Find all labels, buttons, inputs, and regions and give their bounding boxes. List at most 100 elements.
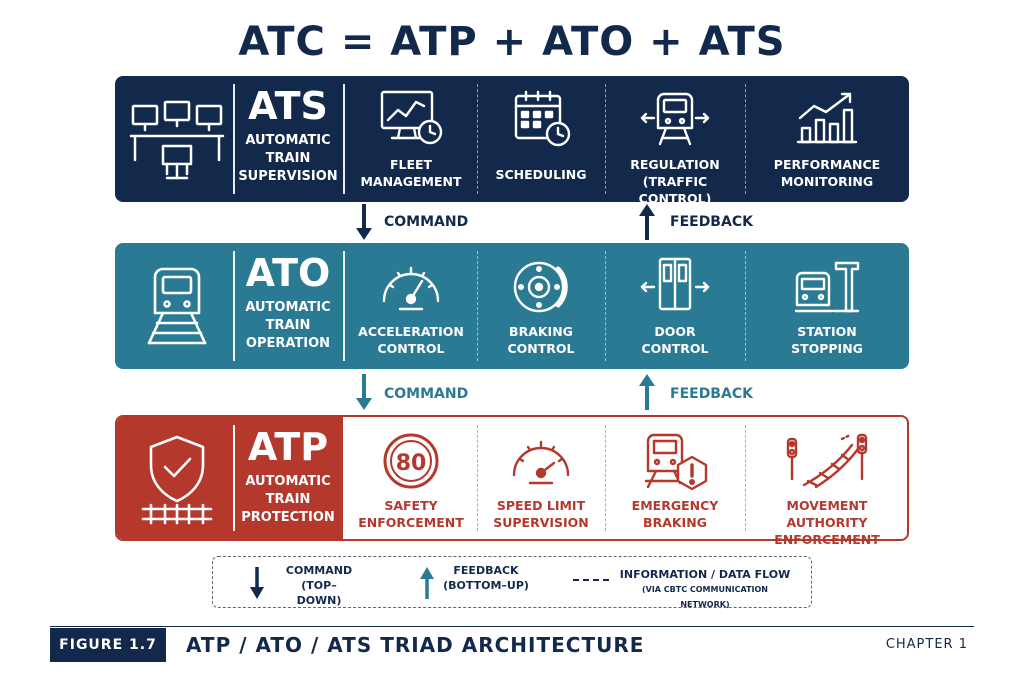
function-label: ACCELERATION [358,324,464,339]
dashed-separator [477,425,478,531]
speed-limit-sign-icon: 80 [376,429,446,491]
function-label: BRAKING [509,324,573,339]
legend-dashed-line [573,579,613,581]
brake-disc-icon [506,255,576,317]
ato-full-name-line: OPERATION [245,336,331,351]
function-label: EMERGENCY [631,498,719,513]
atp-abbreviation: ATP [247,425,329,469]
legend-info-flow: INFORMATION / DATA FLOW (VIA CBTC COMMUN… [619,567,791,612]
legend-command-sublabel: (TOP–DOWN) [296,579,342,607]
dashed-separator [745,425,746,531]
function-label: DOOR [654,324,696,339]
ats-abbreviation: ATS [248,84,328,128]
ats-function-regulation: REGULATION (TRAFFIC CONTROL) [605,76,745,206]
function-label: MOVEMENT AUTHORITY [786,498,868,530]
train-doors-icon [640,255,710,317]
train-front-icon [127,257,227,355]
atp-function-speed-limit-supervision: SPEED LIMIT SUPERVISION [477,417,605,539]
legend: COMMAND (TOP–DOWN) FEEDBACK (BOTTOM–UP) … [212,556,812,609]
dashed-separator [477,84,478,194]
footer-rule [50,626,974,627]
function-label: BRAKING [643,515,707,530]
function-label: (TRAFFIC CONTROL) [638,174,712,206]
command-label: COMMAND [384,214,469,230]
track-signals-icon [782,429,872,491]
function-label: STOPPING [791,341,863,356]
function-label: SUPERVISION [493,515,589,530]
train-warning-icon [640,429,710,491]
legend-feedback: FEEDBACK (BOTTOM–UP) [443,563,529,593]
separator [343,84,345,194]
ato-abbreviation: ATO [245,251,331,295]
function-label: REGULATION [630,157,720,172]
ats-full-name-line: AUTOMATIC [245,133,331,148]
dashed-separator [745,84,746,194]
separator [233,84,235,194]
ats-full-name-line: TRAIN [265,151,311,166]
atp-function-movement-authority-enforcement: MOVEMENT AUTHORITY ENFORCEMENT [745,417,909,547]
ats-full-name-line: SUPERVISION [238,169,338,184]
dashed-separator [477,251,478,361]
ato-full-name-line: TRAIN [265,318,311,333]
command-label: COMMAND [384,386,469,402]
atp-layer: ATP AUTOMATIC TRAIN PROTECTION 80 SAFETY… [115,415,909,547]
feedback-arrow [639,374,655,410]
chapter-label: CHAPTER 1 [885,637,968,652]
separator [343,251,345,361]
train-at-platform-icon [792,255,862,317]
atp-full-name: AUTOMATIC TRAIN PROTECTION [235,473,341,527]
feedback-arrow [639,204,655,240]
atp-function-emergency-braking: EMERGENCY BRAKING [605,417,745,539]
legend-feedback-arrow [420,567,434,599]
function-label: CONTROL [641,341,709,356]
ats-full-name: AUTOMATIC TRAIN SUPERVISION [235,132,341,186]
atp-full-name-line: PROTECTION [241,510,335,525]
monitor-chart-clock-icon [376,88,446,150]
separator [233,425,235,531]
function-label: SAFETY [384,498,438,513]
function-label: SPEED LIMIT [496,498,586,513]
legend-feedback-label: FEEDBACK [453,564,519,577]
atp-header-block: ATP AUTOMATIC TRAIN PROTECTION [117,417,343,539]
speedometer-icon [376,255,446,317]
control-room-icon [127,90,227,188]
function-label: PERFORMANCE [773,157,881,172]
ato-function-door-control: DOOR CONTROL [605,243,745,369]
function-label: MONITORING [780,174,874,189]
ats-layer: ATS AUTOMATIC TRAIN SUPERVISION FLEET MAN… [115,76,909,206]
atp-full-name-line: TRAIN [265,492,311,507]
function-label: SCHEDULING [495,167,587,182]
legend-info-label: INFORMATION / DATA FLOW [619,568,791,581]
function-label: ENFORCEMENT [774,532,880,547]
legend-command-arrow [250,567,264,599]
legend-command: COMMAND (TOP–DOWN) [279,563,359,608]
ato-full-name: AUTOMATIC TRAIN OPERATION [235,299,341,353]
legend-command-label: COMMAND [285,564,353,577]
dashed-separator [605,251,606,361]
function-label: MANAGEMENT [360,174,462,189]
ats-function-performance-monitoring: PERFORMANCE MONITORING [745,76,909,202]
command-arrow [356,374,372,410]
speed-limit-value: 80 [396,451,427,476]
speed-gauge-icon [506,429,576,491]
ato-function-station-stopping: STATION STOPPING [745,243,909,369]
legend-info-sublabel: (VIA CBTC COMMUNICATION NETWORK) [641,585,768,609]
shield-check-track-icon [127,429,227,527]
feedback-label: FEEDBACK [670,214,753,230]
ato-full-name-line: AUTOMATIC [245,300,331,315]
dashed-separator [745,251,746,361]
function-label: STATION [797,324,857,339]
dashed-separator [605,84,606,194]
rising-bar-chart-icon [792,88,862,150]
calendar-clock-icon [506,88,576,150]
legend-feedback-sublabel: (BOTTOM–UP) [443,579,529,592]
ats-function-scheduling: SCHEDULING [477,76,605,202]
separator [233,251,235,361]
dashed-separator [605,425,606,531]
train-bidirectional-icon [640,88,710,150]
ats-function-fleet-management: FLEET MANAGEMENT [345,76,477,202]
function-label: FLEET [389,157,433,172]
